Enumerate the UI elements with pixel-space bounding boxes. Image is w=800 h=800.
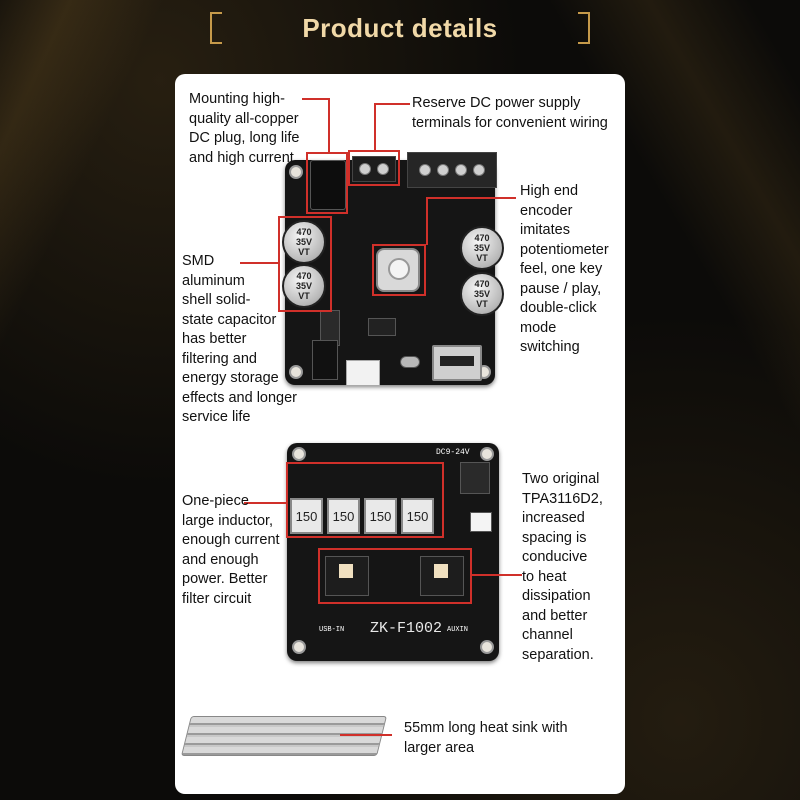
usb-in-silk: USB-IN bbox=[319, 626, 345, 634]
bluetooth-module bbox=[346, 360, 380, 386]
highlight-terminal bbox=[348, 150, 400, 186]
highlight-dc-plug bbox=[306, 152, 348, 214]
highlight-chips bbox=[318, 548, 472, 604]
aux-jack bbox=[312, 340, 338, 380]
leader-line bbox=[426, 197, 428, 245]
ic-chip bbox=[368, 318, 396, 336]
highlight-inductors bbox=[286, 462, 444, 538]
chip-pad bbox=[434, 564, 448, 578]
inductor: 150 bbox=[290, 498, 323, 534]
title-frame: Product details bbox=[210, 6, 590, 50]
mount-hole bbox=[289, 365, 303, 379]
leader-line bbox=[240, 262, 280, 264]
leader-line bbox=[426, 197, 516, 199]
highlight-capacitors bbox=[278, 216, 332, 312]
usb-slot bbox=[440, 356, 474, 366]
chip-pad bbox=[339, 564, 353, 578]
small-terminal bbox=[352, 156, 396, 182]
leader-line bbox=[374, 103, 376, 151]
leader-line bbox=[244, 502, 288, 504]
regulator bbox=[460, 462, 490, 494]
aux-in-silk: AUXIN bbox=[447, 626, 469, 634]
inductor: 150 bbox=[364, 498, 397, 534]
dc-plug bbox=[310, 160, 346, 210]
inductor: 150 bbox=[327, 498, 360, 534]
inductor: 150 bbox=[401, 498, 434, 534]
voltage-silk: DC9-24V bbox=[436, 448, 470, 457]
model-silk: ZK-F1002 bbox=[370, 620, 443, 637]
leader-line bbox=[340, 734, 392, 736]
mount-hole bbox=[292, 447, 306, 461]
encoder-shaft bbox=[388, 258, 410, 280]
mount-hole bbox=[289, 165, 303, 179]
highlight-encoder bbox=[372, 244, 426, 296]
leader-line bbox=[302, 98, 330, 100]
heat-sink bbox=[181, 716, 387, 756]
leader-line bbox=[472, 574, 522, 576]
mount-hole bbox=[480, 640, 494, 654]
leader-line bbox=[374, 103, 410, 105]
switch bbox=[470, 512, 492, 532]
mount-hole bbox=[480, 447, 494, 461]
page-title: Product details bbox=[302, 12, 498, 43]
big-terminal bbox=[407, 152, 497, 188]
crystal bbox=[400, 356, 420, 368]
leader-line bbox=[328, 98, 330, 154]
mount-hole bbox=[292, 640, 306, 654]
